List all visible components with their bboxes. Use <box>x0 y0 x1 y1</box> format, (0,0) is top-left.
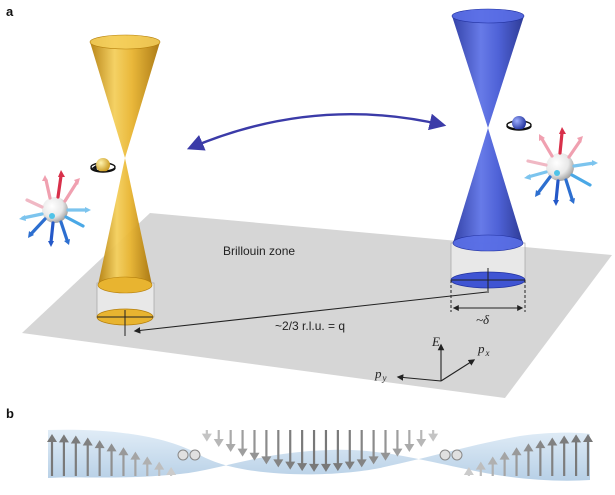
right-spin-cluster-icon <box>524 127 598 206</box>
spin-arrow-head <box>82 437 93 446</box>
brillouin-zone-plane <box>22 213 612 398</box>
spin-arrow-head <box>213 438 224 447</box>
spin-arrow-head <box>297 463 308 472</box>
transition-arrow <box>186 112 447 151</box>
spin-arrow-head <box>523 443 534 452</box>
spin-arrow-head <box>356 459 367 468</box>
spin-arrow-end-on <box>189 449 201 461</box>
spin-arrow-head <box>583 434 593 442</box>
spin-arrow-head <box>487 456 498 465</box>
spin-arrow-head <box>320 463 331 472</box>
spin-arrow-end-on <box>177 449 189 461</box>
gold-spin-ball-icon <box>90 158 116 173</box>
spin-arrow-head <box>416 438 427 447</box>
spin-arrow-head <box>154 461 165 470</box>
spin-arrow-head <box>225 444 236 452</box>
spin-arrow-head <box>404 444 415 452</box>
energy-axis-label: E <box>431 334 440 349</box>
spin-arrow-head <box>166 467 177 476</box>
spin-arrow-head <box>130 451 141 460</box>
helix-ribbon <box>48 429 590 481</box>
spin-arrow-head <box>309 463 320 472</box>
spin-arrow-head <box>368 456 379 465</box>
spin-helix-icon <box>47 429 593 481</box>
spin-arrow-head <box>463 467 474 476</box>
spin-arrow-head <box>571 434 582 443</box>
panel-b-label: b <box>6 406 14 421</box>
brillouin-zone-label: Brillouin zone <box>223 244 295 258</box>
separation-label: ~2/3 r.l.u. = q <box>275 319 345 333</box>
gold-dirac-cone <box>89 34 161 326</box>
width-label: ~δ <box>476 312 490 327</box>
spin-arrow-head <box>106 443 117 452</box>
spin-arrow-head <box>559 435 570 444</box>
spin-arrow-head <box>273 459 284 468</box>
spin-arrow-head <box>392 448 403 457</box>
spin-arrow-head <box>201 433 212 442</box>
spin-arrow-head <box>511 447 522 456</box>
spin-arrow-head <box>142 456 153 465</box>
px-axis-label: px <box>477 341 490 358</box>
spin-arrow-head <box>237 448 248 457</box>
spin-arrow-head <box>118 447 129 456</box>
py-axis-label: py <box>374 366 387 383</box>
spin-arrow-head <box>428 433 439 442</box>
spin-arrow-head <box>332 463 343 472</box>
separation-arrow <box>133 291 488 334</box>
panel-a-label: a <box>6 4 14 19</box>
spin-arrow-head <box>58 434 69 443</box>
spin-arrow-head <box>285 461 296 470</box>
spin-arrow-end-on <box>439 449 451 461</box>
blue-dirac-cone <box>450 8 526 293</box>
left-spin-cluster-icon <box>19 170 91 247</box>
spin-arrow-head <box>475 461 486 470</box>
momentum-energy-axes: E px py <box>374 334 490 383</box>
spin-arrow-head <box>344 461 355 470</box>
spin-arrow-head <box>47 434 57 442</box>
spin-arrow-head <box>261 456 272 465</box>
spin-arrow-head <box>499 451 510 460</box>
spin-arrow-head <box>535 440 546 449</box>
spin-arrow-end-on <box>451 449 463 461</box>
spin-arrow-head <box>249 452 260 461</box>
spin-arrow-head <box>94 440 105 449</box>
spin-arrow-head <box>547 437 558 446</box>
blue-spin-ball-icon <box>506 116 532 131</box>
spin-arrow-head <box>380 452 391 461</box>
spin-arrow-head <box>70 435 81 444</box>
